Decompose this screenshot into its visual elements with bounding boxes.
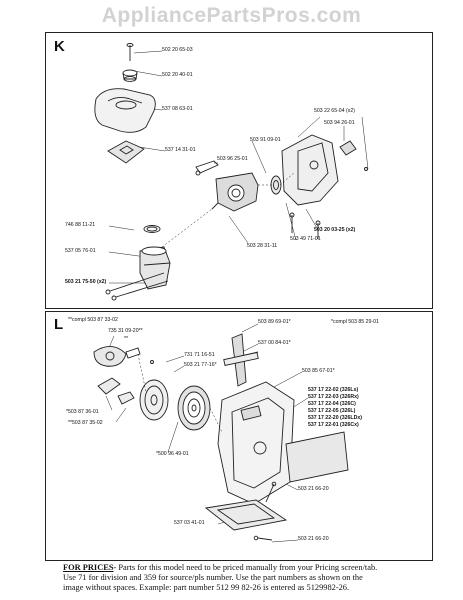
part-label: **compl 503 87 33-02: [68, 317, 118, 323]
part-label: **503 87 35-02: [68, 420, 103, 426]
part-label: 537 00 84-01*: [258, 340, 291, 346]
part-label: *compl 503 85 29-01: [331, 319, 379, 325]
part-label: 537 17 22-01 (326Cx): [308, 422, 359, 428]
screw-part: [126, 43, 134, 61]
part-label: 537 14 31-01: [165, 147, 196, 153]
starter-pawl-part: [93, 346, 154, 367]
part-label: 502 20 65-03: [162, 47, 193, 53]
intake-manifold-part: [139, 246, 171, 290]
site-watermark: AppliancePartsPros.com: [101, 4, 362, 27]
part-label: 537 05 76-01: [65, 248, 96, 254]
part-label: 503 21 75-50 (x2): [65, 279, 107, 285]
o-ring-part: [143, 225, 161, 233]
pricing-note-line: - Parts for this model need to be priced…: [113, 563, 378, 572]
base-plate-part: [204, 499, 288, 531]
housing-screws-part: [289, 212, 321, 239]
long-screws-part: [105, 272, 169, 301]
starter-housing-part: [217, 381, 295, 505]
panel-k-letter: K: [54, 38, 65, 55]
panel-k-drawing: [94, 43, 369, 301]
starter-handle-part: [223, 333, 259, 387]
knob-part: [122, 69, 138, 82]
intake-holder-part: [270, 175, 282, 195]
part-label: 735 31 09-20**: [108, 328, 143, 334]
part-label: 746 88 11-21: [65, 222, 96, 228]
diagram-panel-k: K: [45, 32, 433, 309]
pricing-note-heading: FOR PRICES: [63, 563, 114, 572]
diagram-panel-l: L: [45, 311, 433, 561]
part-label: 503 21 77-16*: [184, 362, 217, 368]
part-label: 503 85 67-01*: [302, 368, 335, 374]
spring-part: [97, 377, 135, 405]
part-label: 537 17 22-03 (326Rx): [308, 394, 359, 400]
panel-l-letter: L: [54, 316, 64, 333]
part-label: 503 94 26-01: [324, 120, 355, 126]
part-label: *500 96 49-01: [156, 451, 189, 457]
part-label: 537 03 41-01: [174, 520, 205, 526]
part-label: 503 89 69-01*: [258, 319, 291, 325]
part-label: 537 17 22-05 (326L): [308, 408, 356, 414]
carburetor-part: [211, 172, 259, 212]
part-label: 503 21 66-20: [298, 536, 329, 542]
recoil-spring-part: [177, 385, 211, 431]
part-label: 537 08 63-01: [162, 106, 193, 112]
part-label: 502 20 40-01: [162, 72, 193, 78]
part-label: **: [124, 336, 129, 342]
part-label: 537 17 22-20 (326LDx): [308, 415, 362, 421]
panel-l-screws-part: [253, 481, 277, 541]
part-label: 503 20 03-25 (x2): [314, 227, 356, 233]
part-label: 503 91 09-01: [250, 137, 281, 143]
part-label: 731 71 16-51: [184, 352, 215, 358]
model-label-sticker-part: [285, 431, 349, 483]
filter-gasket-part: [107, 140, 145, 164]
part-label: 503 49 71-01: [290, 236, 321, 242]
part-label: 503 28 31-11: [247, 243, 278, 249]
panel-l-drawing: [93, 323, 349, 543]
recoil-pulley-part: [139, 379, 169, 421]
pricing-note: FOR PRICES- Parts for this model need to…: [63, 563, 423, 593]
part-label: 537 17 22-04 (326C): [308, 401, 356, 407]
throttle-lever-part: [195, 160, 219, 176]
part-label: 503 22 65-04 (x2): [314, 108, 355, 114]
part-label: *503 87 36-01: [66, 409, 99, 415]
pricing-note-line: image without spaces. Example: part numb…: [63, 583, 350, 592]
pricing-note-line: Use 71 for division and 359 for source/p…: [63, 573, 363, 582]
air-filter-housing-part: [281, 134, 368, 206]
cylinder-cover-part: [94, 88, 156, 133]
part-label: 503 96 25-01: [217, 156, 248, 162]
part-label: 537 17 22-02 (326Ls): [308, 387, 359, 393]
part-label: 503 21 66-20: [298, 486, 329, 492]
